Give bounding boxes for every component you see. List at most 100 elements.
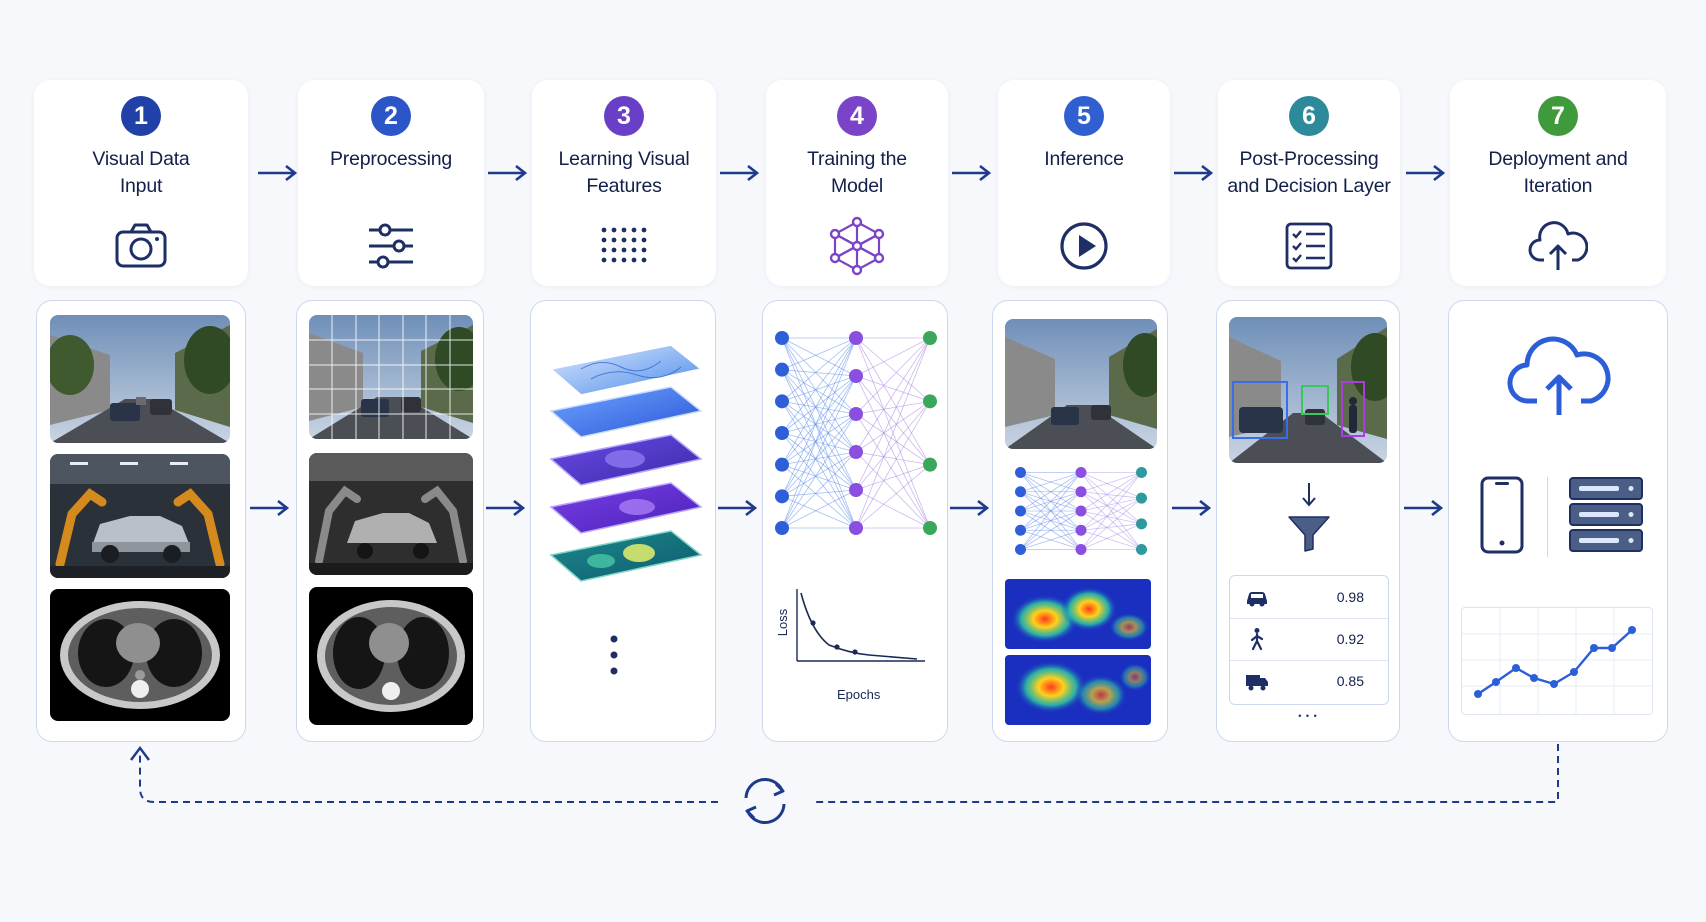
network-connection — [781, 432, 857, 529]
step-header-7: 7 Deployment and Iteration — [1450, 80, 1666, 286]
network-connection — [1080, 472, 1142, 499]
network-node — [923, 331, 937, 345]
network-node — [775, 362, 789, 377]
step-header-1: 1 Visual Data Input — [34, 80, 248, 286]
network-connection — [1020, 529, 1082, 550]
network-connection — [781, 369, 857, 415]
step-number-badge: 1 — [121, 96, 161, 136]
step-title: Training the Model — [807, 148, 907, 197]
network-connection — [855, 337, 931, 453]
arrow-right-icon — [718, 499, 758, 517]
feature-maps-panel — [530, 300, 716, 742]
car-icon — [1247, 592, 1267, 607]
step-header-2: 2 Preprocessing — [298, 80, 484, 286]
network-connection — [855, 375, 931, 465]
inference-panel — [992, 300, 1168, 742]
grid-dot — [611, 247, 617, 253]
feedback-loop — [130, 744, 1559, 803]
network-connection — [1080, 491, 1142, 550]
feature-map-layer — [549, 386, 703, 438]
server-icon — [1569, 477, 1643, 552]
network-connection — [781, 369, 857, 453]
network-node — [775, 394, 789, 409]
network-connection — [1080, 529, 1142, 550]
network-connection — [781, 464, 857, 529]
network-node — [849, 445, 863, 459]
network-connection — [1080, 491, 1142, 525]
network-node — [775, 489, 789, 504]
arrow-right-icon — [952, 164, 992, 182]
network-connection — [855, 375, 931, 529]
loss-curve-chart — [796, 589, 925, 662]
network-connection — [855, 464, 931, 529]
network-connection — [781, 375, 857, 529]
network-connection — [781, 413, 857, 529]
network-connection — [1020, 472, 1082, 550]
grid-dot — [641, 257, 647, 263]
grid-dot — [621, 257, 627, 263]
factory-robot-photo — [50, 454, 230, 578]
arrow-right-icon — [1406, 164, 1446, 182]
network-connection — [1080, 510, 1142, 550]
network-connection — [781, 413, 857, 434]
network-node — [1136, 544, 1147, 555]
bounding-box-pedestrian — [1341, 381, 1365, 437]
arrow-right-icon — [1404, 499, 1444, 517]
camera-icon — [115, 223, 167, 268]
network-connection — [781, 432, 857, 453]
grid-dot — [601, 247, 607, 253]
network-node — [1015, 486, 1026, 498]
network-connection — [781, 337, 857, 491]
grid-dot — [621, 227, 627, 233]
detection-photo — [1229, 317, 1387, 463]
network-node — [1136, 467, 1147, 478]
more-indicator: • • • — [1298, 711, 1318, 721]
deployment-line-chart — [1461, 607, 1653, 715]
network-connection — [1080, 523, 1142, 550]
training-panel: Loss Epochs — [762, 300, 948, 742]
step-number-badge: 5 — [1064, 96, 1104, 136]
network-connection — [781, 375, 857, 434]
heatmap-image — [1005, 655, 1151, 725]
network-connection — [1080, 472, 1142, 512]
grid-dot — [621, 247, 627, 253]
network-connection — [1080, 523, 1142, 531]
network-connection — [1080, 472, 1142, 493]
grayscale-factory-photo — [309, 453, 473, 575]
cloud-upload-icon — [1528, 221, 1588, 270]
network-node — [1136, 492, 1147, 504]
network-connection — [855, 337, 931, 465]
network-connection — [781, 375, 857, 402]
arrow-right-icon — [488, 164, 528, 182]
step-title: Preprocessing — [329, 148, 453, 170]
grid-dot — [601, 227, 607, 233]
arrow-right-icon — [1174, 164, 1214, 182]
network-connection — [1020, 491, 1082, 550]
arrow-right-icon — [1172, 499, 1212, 517]
heatmap-image — [1005, 579, 1151, 649]
network-node — [775, 331, 789, 345]
step-title: Deployment and Iteration — [1488, 148, 1628, 197]
street-photo — [1005, 319, 1157, 449]
network-connection — [781, 495, 857, 529]
step-header-5: 5 Inference — [998, 80, 1170, 286]
network-connection — [781, 401, 857, 453]
step-number-badge: 7 — [1538, 96, 1578, 136]
network-connection — [781, 337, 857, 453]
grid-dot — [631, 257, 637, 263]
network-connection — [855, 337, 931, 415]
network-connection — [1080, 491, 1142, 499]
network-connection — [855, 337, 931, 377]
network-connection — [1080, 497, 1142, 512]
network-connection — [781, 337, 857, 402]
step-header-4: 4 Training the Model — [766, 80, 948, 286]
grid-dot — [611, 227, 617, 233]
network-connection — [855, 401, 931, 453]
network-connection — [855, 375, 931, 402]
street-photo — [50, 315, 230, 443]
network-node — [849, 483, 863, 497]
detection-row: 0.92 — [1230, 618, 1388, 661]
checklist-icon — [1285, 222, 1333, 270]
grid-dot — [641, 247, 647, 253]
detection-row: 0.85 — [1230, 660, 1388, 702]
